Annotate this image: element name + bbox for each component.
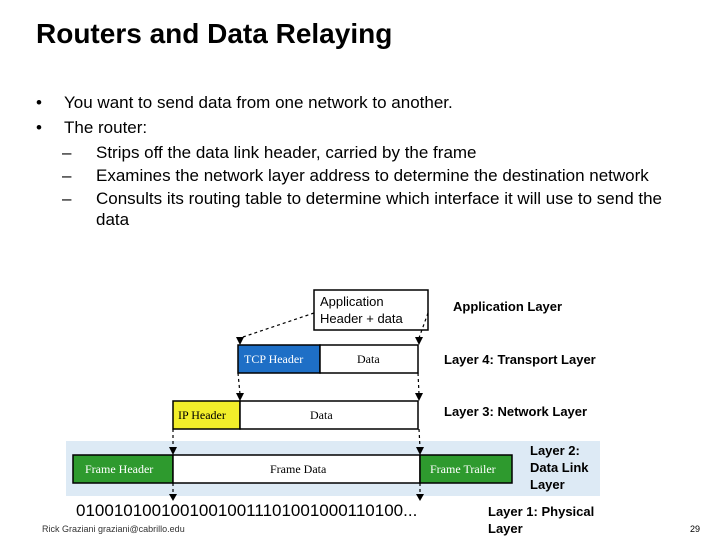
ip-data-box <box>239 400 419 430</box>
dash-marker: – <box>62 166 72 185</box>
frame-data-label: Frame Data <box>270 462 327 476</box>
tcp-data-label: Data <box>357 352 380 366</box>
physical-layer-label-2: Layer <box>488 521 523 536</box>
footer-author: Rick Graziani graziani@cabrillo.edu <box>42 524 185 534</box>
sub-bullet-text: Consults its routing table to determine … <box>96 189 663 229</box>
dash-marker: – <box>62 143 72 162</box>
bullet-item: • You want to send data from one network… <box>36 92 696 113</box>
physical-layer-label-1: Layer 1: Physical <box>488 504 594 519</box>
datalink-layer-label-3: Layer <box>530 477 565 492</box>
arrow-line <box>239 312 315 339</box>
frame-trailer-box <box>419 454 513 484</box>
sub-bullet-text: Strips off the data link header, carried… <box>96 143 477 162</box>
arrow-head <box>415 393 423 401</box>
arrow-line <box>418 312 429 339</box>
tcp-header-box <box>237 344 321 374</box>
slide-title: Routers and Data Relaying <box>36 18 393 49</box>
tcp-header-label: TCP Header <box>244 352 303 366</box>
ip-data-label: Data <box>310 408 333 422</box>
bullet-item: • The router: <box>36 117 696 138</box>
sub-bullet-item: – Consults its routing table to determin… <box>36 188 696 230</box>
application-box <box>313 289 429 331</box>
arrow-head <box>416 447 424 455</box>
page-number: 29 <box>690 524 701 534</box>
datalink-layer-label-2: Data Link <box>530 460 589 475</box>
arrow-head <box>236 393 244 401</box>
transport-layer-label: Layer 4: Transport Layer <box>444 352 596 367</box>
arrow-head <box>415 337 423 345</box>
sub-bullet-text: Examines the network layer address to de… <box>96 166 649 185</box>
arrow-line <box>237 372 241 395</box>
arrow-head <box>169 447 177 455</box>
frame-trailer-label: Frame Trailer <box>430 462 496 476</box>
bullet-text: The router: <box>64 118 148 137</box>
bullet-dot: • <box>36 93 42 112</box>
bullet-list: • You want to send data from one network… <box>36 92 696 232</box>
application-text-line2: Header + data <box>320 311 404 326</box>
tcp-data-box <box>319 344 419 374</box>
datalink-layer-label-1: Layer 2: <box>530 443 580 458</box>
ip-header-label: IP Header <box>178 408 226 422</box>
application-layer-label: Application Layer <box>453 299 562 314</box>
arrow-line <box>417 372 420 395</box>
bullet-dot: • <box>36 118 42 137</box>
network-layer-label: Layer 3: Network Layer <box>444 404 587 419</box>
ip-header-box <box>172 400 241 430</box>
arrow-head <box>416 494 424 501</box>
sub-bullet-item: – Strips off the data link header, carri… <box>36 142 696 163</box>
dash-marker: – <box>62 189 72 208</box>
sub-bullet-item: – Examines the network layer address to … <box>36 165 696 186</box>
bitstream: 01001010010010010011101001000110100... <box>76 501 417 520</box>
frame-header-label: Frame Header <box>85 462 153 476</box>
arrow-head <box>169 494 177 501</box>
bullet-text: You want to send data from one network t… <box>64 93 453 112</box>
frame-data-box <box>172 454 421 484</box>
application-text-line1: Application <box>320 294 384 309</box>
arrow-head <box>236 337 244 345</box>
